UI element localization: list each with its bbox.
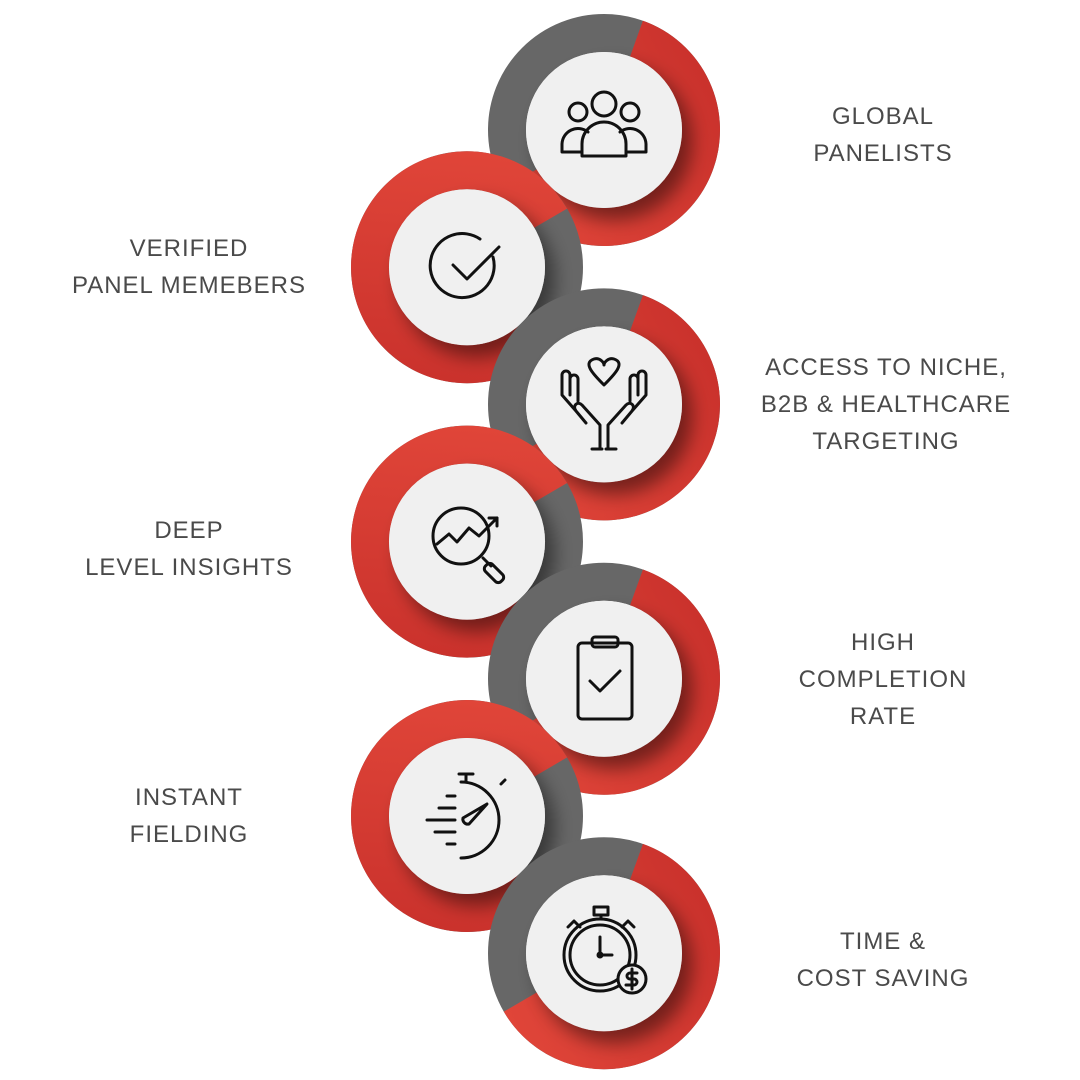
label-line: RATE: [849, 703, 917, 730]
label-line: HIGH: [851, 629, 915, 656]
label-line: ACCESS TO NICHE,: [765, 354, 1007, 381]
label-line: PANELISTS: [813, 140, 953, 167]
label-line: VERIFIED: [129, 235, 249, 262]
label-line: TIME &: [839, 928, 926, 955]
clipboard-check-icon: [576, 635, 634, 721]
label-instant-fielding: INSTANT FIELDING: [29, 779, 349, 853]
stopwatch-dollar-icon: [562, 905, 648, 995]
hands-heart-icon: [560, 357, 648, 451]
label-line: COMPLETION: [798, 666, 968, 693]
red-ring: [488, 837, 720, 1070]
icon-disk: [389, 463, 545, 620]
label-line: INSTANT: [135, 784, 243, 811]
icon-disk: [526, 600, 682, 757]
label-line: PANEL MEMEBERS: [71, 272, 307, 299]
fast-stopwatch-icon: [425, 772, 507, 860]
label-time-cost-saving: TIME & COST SAVING: [723, 923, 1043, 997]
label-access-niche: ACCESS TO NICHE, B2B & HEALTHCARE TARGET…: [726, 349, 1046, 460]
label-deep-level-insights: DEEP LEVEL INSIGHTS: [29, 512, 349, 586]
icon-disk: [526, 52, 682, 208]
label-line: DEEP: [154, 517, 224, 544]
label-line: TARGETING: [812, 428, 960, 455]
label-line: COST SAVING: [796, 965, 970, 992]
label-verified-panel-members: VERIFIED PANEL MEMEBERS: [29, 230, 349, 304]
icon-disk: [526, 875, 682, 1032]
label-line: B2B & HEALTHCARE: [760, 391, 1012, 418]
magnifier-chart-icon: [431, 506, 506, 585]
icon-disk: [389, 189, 545, 346]
label-line: FIELDING: [129, 821, 249, 848]
label-line: LEVEL INSIGHTS: [85, 554, 293, 581]
icon-disk: [526, 326, 682, 483]
label-line: GLOBAL: [831, 103, 935, 130]
label-global-panelists: GLOBAL PANELISTS: [723, 98, 1043, 172]
people-group-icon: [560, 90, 648, 158]
circle-check-icon: [428, 232, 501, 300]
label-high-completion-rate: HIGH COMPLETION RATE: [723, 624, 1043, 735]
